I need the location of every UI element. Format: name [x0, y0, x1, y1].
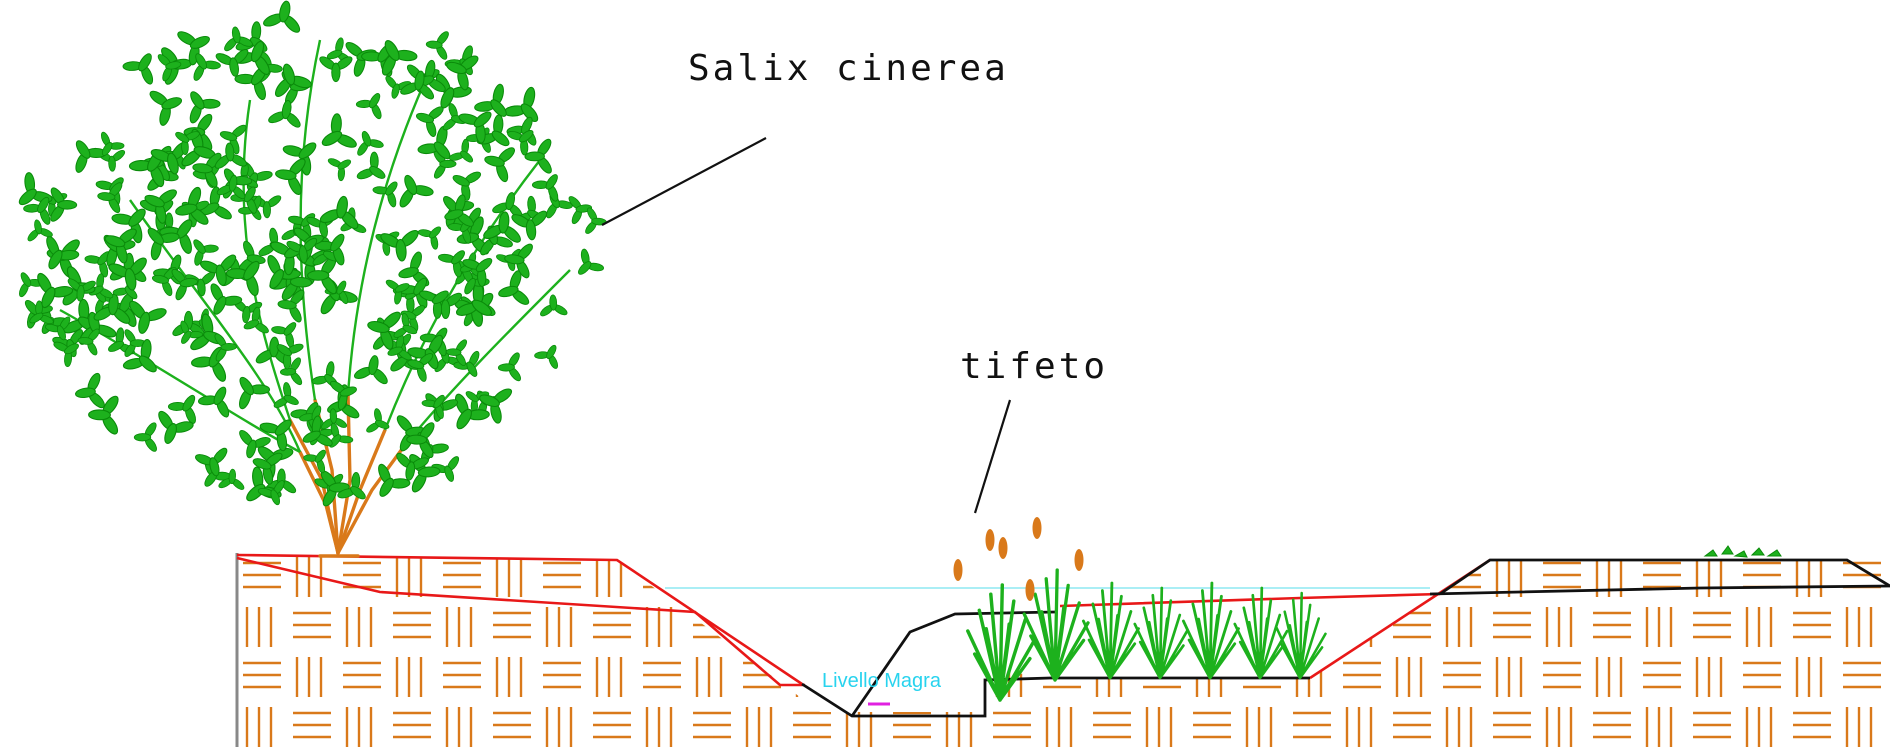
tifeto-leader-line: [973, 399, 1012, 514]
design-profile-red: [236, 553, 1491, 687]
tifeto-reeds: [953, 517, 1327, 702]
salix-leader-line: [601, 137, 767, 226]
shrub-leaves: [5, 0, 609, 517]
salix-cinerea-label: Salix cinerea: [688, 48, 1009, 89]
existing-profile-black: [801, 558, 1890, 718]
right-bank-sprigs: [1703, 545, 1782, 558]
tifeto-label: tifeto: [960, 346, 1108, 387]
salix-cinerea-shrub: [5, 0, 609, 558]
water-level-label: Livello Magra: [822, 670, 942, 692]
soil-section: [237, 553, 1890, 747]
